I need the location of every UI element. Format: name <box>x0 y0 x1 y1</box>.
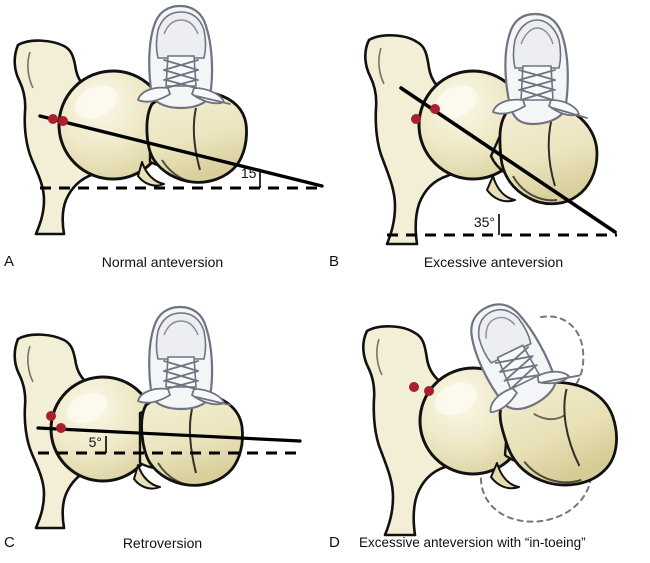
femoral-neck-marker-1 <box>46 411 56 421</box>
shoe-laces <box>494 346 541 390</box>
panel-a-title: Normal anteversion <box>101 254 224 270</box>
femoral-neck-marker-1 <box>411 114 421 124</box>
panel-c-title: Retroversion <box>122 535 203 551</box>
shoe-toe-cap <box>155 11 207 59</box>
femoral-neck-marker-2 <box>56 423 66 433</box>
distal-femur-condyles-intoed <box>498 381 618 487</box>
shoe-toe-cap-inner <box>163 320 199 336</box>
shoe-lace-bow-right <box>536 370 570 385</box>
shoe-lace-bow-left <box>137 86 171 103</box>
panel-b-illustration: 35° <box>364 12 617 246</box>
condyle-lobe-lower <box>523 460 582 484</box>
femoral-neck-marker-2 <box>58 116 68 126</box>
panel-d-illustration <box>362 303 618 537</box>
panel-b-title: Excessive anteversion <box>423 254 564 270</box>
panel-a-illustration: 15° <box>13 4 324 236</box>
shoe-lace-tail <box>195 95 231 105</box>
condyle-lobe-lower <box>157 462 199 487</box>
pelvis-inner-contour <box>376 338 383 376</box>
femoral-head-highlight <box>75 85 117 119</box>
panel-c-caption: C Retroversion <box>0 532 325 554</box>
athletic-shoe <box>137 305 231 411</box>
pelvis-bone <box>364 34 469 246</box>
condyle-notch <box>188 408 197 474</box>
panel-b: 35° B Excessive anteversion <box>325 0 650 281</box>
pelvis-inner-contour <box>378 47 385 85</box>
panel-c-illustration: 5° <box>13 305 302 530</box>
angle-label-b: 35° <box>474 214 495 230</box>
lesser-trochanter <box>137 161 165 187</box>
shoe-toe-cap <box>512 19 562 69</box>
condyle-crease <box>533 413 565 421</box>
lesser-trochanter <box>490 462 520 490</box>
pelvis-bone <box>362 325 467 537</box>
condyle-lobe-lower <box>512 175 558 202</box>
shoe-lace-tail <box>552 107 588 119</box>
condyle-notch <box>563 388 581 467</box>
shoe-lace-bow-right <box>548 99 580 117</box>
femoral-head-highlight <box>67 392 107 424</box>
shoe-lace-tail <box>542 374 581 384</box>
femoral-neck-marker-2 <box>430 104 440 114</box>
athletic-shoe <box>137 4 231 110</box>
angle-label-c: 5° <box>89 434 102 450</box>
femoral-head-highlight <box>435 85 477 119</box>
femoral-head-highlight <box>435 382 477 416</box>
panel-a-letter: A <box>4 253 15 270</box>
shoe-laces <box>163 360 199 390</box>
panel-d: D Excessive anteversion with “in-toeing” <box>325 281 650 562</box>
shoe-toe-cap-inner <box>485 316 516 339</box>
panel-c-letter: C <box>4 534 15 551</box>
femoral-neck-marker-1 <box>48 114 58 124</box>
panel-a-caption: A Normal anteversion <box>0 251 325 273</box>
panel-d-title: Excessive anteversion with “in-toeing” <box>359 535 586 550</box>
panel-b-caption: B Excessive anteversion <box>325 251 650 273</box>
lesser-trochanter <box>133 464 161 490</box>
panel-d-letter: D <box>329 534 340 551</box>
condyle-lobe-lower <box>161 159 203 184</box>
pelvis-inner-contour <box>27 51 34 89</box>
shoe-laces <box>163 59 199 89</box>
shoe-lace-bow-left <box>489 387 518 414</box>
lesser-trochanter <box>486 175 516 203</box>
athletic-shoe <box>470 303 581 414</box>
panel-b-letter: B <box>329 253 340 270</box>
shoe-toe-cap <box>155 312 207 360</box>
shoe-toe-cap-inner <box>163 19 199 35</box>
femoral-neck-axis-line <box>38 114 324 188</box>
shoe-lace-tail <box>195 396 231 406</box>
angle-label-a: 15° <box>241 165 262 181</box>
shoe-lace-bow-left <box>492 98 526 115</box>
panel-a: 15° A Normal anteversion <box>0 0 325 281</box>
panel-c: 5° C Retroversion <box>0 281 325 562</box>
athletic-shoe <box>492 12 588 126</box>
panel-d-caption: D Excessive anteversion with “in-toeing” <box>325 532 650 554</box>
femoral-neck-marker-2 <box>424 386 434 396</box>
femoral-neck-axis-line <box>36 426 302 443</box>
shoe-lace-bow-left <box>137 387 171 404</box>
condyle-notch <box>192 107 201 171</box>
femoral-neck-marker-1 <box>409 382 419 392</box>
shoe-toe-cap-inner <box>520 27 554 45</box>
shoe-laces <box>518 69 556 101</box>
distal-femur-condyles <box>498 381 618 487</box>
pelvis-inner-contour <box>27 345 34 383</box>
